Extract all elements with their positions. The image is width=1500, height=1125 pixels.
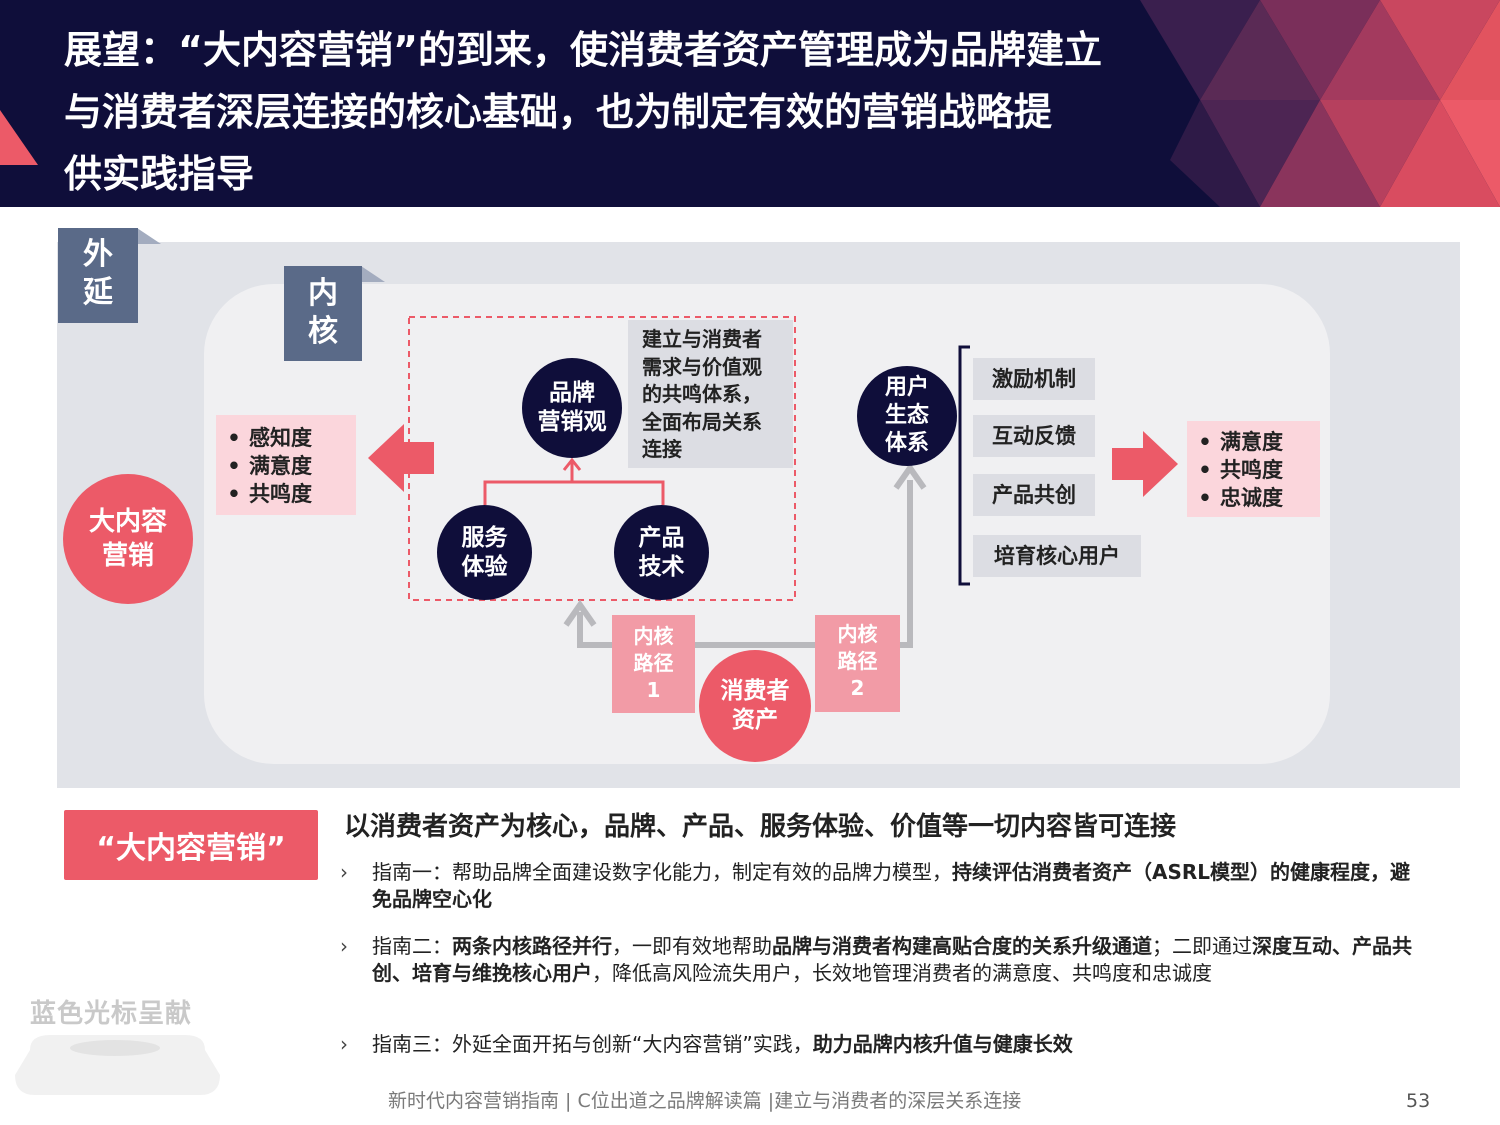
inner-tag-fold-icon (361, 266, 385, 282)
path1-line-3: 1 (646, 678, 661, 702)
inner-tag: 内 核 (284, 266, 362, 361)
guide-emphasis: 深度互动、产品共创、培育与维挽核心用户 (372, 934, 1412, 985)
guide-segment: ，降低高风险流失用户，长效地管理消费者的满意度、共鸣度和忠诚度 (592, 961, 1212, 985)
guide-segment: ，一即有效地帮助 (612, 934, 772, 958)
guide-emphasis: 品牌与消费者构建高贴合度的关系升级通道 (772, 934, 1152, 958)
path2-line-1: 内核 (837, 622, 878, 646)
guide-segment: 指南三：外延全面开拓与创新“大内容营销”实践， (372, 1032, 813, 1056)
consumer-asset-line-2: 资产 (732, 707, 778, 733)
big-content-circle-line-2: 营销 (101, 541, 154, 571)
right-output-item: 满意度 (1190, 428, 1320, 456)
mechanism-item: 培育核心用户 (973, 535, 1141, 577)
product-circle-line-2: 技术 (638, 553, 685, 580)
left-output-item: 共鸣度 (219, 480, 356, 508)
right-output-item: 共鸣度 (1190, 456, 1320, 484)
page-title-line-3: 供实践指导 (64, 152, 255, 196)
guide-text: 指南三：外延全面开拓与创新“大内容营销”实践，助力品牌内核升值与健康长效 (372, 1031, 1430, 1058)
big-content-circle-line-1: 大内容 (88, 507, 167, 537)
user-eco-line-2: 生态 (884, 403, 929, 428)
user-eco-line-3: 体系 (884, 431, 929, 456)
mechanism-item: 产品共创 (973, 474, 1095, 516)
left-output-item: 满意度 (219, 452, 356, 480)
chevron-right-icon: › (340, 860, 348, 884)
outer-tag-char-2: 延 (83, 275, 113, 310)
header-banner (0, 0, 1500, 207)
guide-emphasis: 助力品牌内核升值与健康长效 (812, 1032, 1073, 1056)
page-title-line-2: 与消费者深层连接的核心基础，也为制定有效的营销战略提 (64, 90, 1053, 134)
right-output-item: 忠诚度 (1190, 484, 1320, 512)
brand-note-line: 需求与价值观 (642, 354, 762, 379)
right-outputs-box: 满意度 共鸣度 忠诚度 (1187, 421, 1320, 517)
watermark-logo-icon (15, 1035, 220, 1095)
consumer-assets-circle: 消费者 资产 (699, 650, 811, 762)
page-number: 53 (1406, 1090, 1431, 1112)
guide-emphasis: 两条内核路径并行 (452, 934, 612, 958)
left-output-item: 感知度 (219, 424, 356, 452)
outer-tag-char-1: 外 (83, 237, 113, 272)
guide-segment: ；二即通过 (1152, 934, 1252, 958)
outer-tag-fold-icon (137, 228, 161, 244)
guide-item-1: › 指南一：帮助品牌全面建设数字化能力，制定有效的品牌力模型，持续评估消费者资产… (340, 859, 1430, 913)
brand-note-line: 建立与消费者 (642, 327, 762, 351)
section-headline: 以消费者资产为核心，品牌、产品、服务体验、价值等一切内容皆可连接 (344, 812, 1177, 842)
mechanism-item: 激励机制 (973, 358, 1095, 400)
page-title-line-1: 展望：“大内容营销”的到来，使消费者资产管理成为品牌建立 (64, 28, 1102, 72)
path1-line-2: 路径 (633, 651, 674, 675)
brand-note-line: 连接 (642, 437, 682, 461)
core-path-2-box: 内核 路径 2 (815, 615, 900, 712)
guide-segment: 指南一：帮助品牌全面建设数字化能力，制定有效的品牌力模型， (372, 860, 952, 884)
big-content-marketing-circle: 大内容 营销 (63, 474, 193, 604)
brand-note-line: 全面布局关系 (642, 409, 762, 434)
brand-circle-line-1: 品牌 (549, 380, 595, 406)
path2-line-3: 2 (850, 676, 865, 700)
brand-note-line: 的共鸣体系， (642, 382, 762, 406)
guide-text: 指南二：两条内核路径并行，一即有效地帮助品牌与消费者构建高贴合度的关系升级通道；… (372, 933, 1430, 987)
consumer-asset-line-1: 消费者 (720, 678, 790, 704)
guide-segment: 指南二： (372, 934, 452, 958)
inner-tag-char-2: 核 (308, 314, 338, 349)
mechanism-item: 互动反馈 (973, 415, 1095, 457)
product-circle-line-1: 产品 (638, 524, 685, 551)
path2-line-2: 路径 (837, 649, 878, 673)
chevron-right-icon: › (340, 1032, 348, 1056)
product-technology-circle: 产品 技术 (614, 505, 709, 600)
footer-text: 新时代内容营销指南 | C位出道之品牌解读篇 |建立与消费者的深层关系连接 (388, 1090, 1022, 1112)
guide-emphasis: 持续评估消费者资产（ASRL模型）的健康程度，避免品牌空心化 (372, 860, 1411, 911)
core-path-1-box: 内核 路径 1 (612, 615, 695, 713)
user-eco-line-1: 用户 (884, 375, 929, 400)
service-circle-line-2: 体验 (461, 553, 508, 580)
watermark-text: 蓝色光标呈献 (30, 999, 193, 1029)
chevron-right-icon: › (340, 934, 348, 958)
guide-text: 指南一：帮助品牌全面建设数字化能力，制定有效的品牌力模型，持续评估消费者资产（A… (372, 859, 1430, 913)
inner-tag-char-1: 内 (308, 276, 338, 311)
brand-circle-line-2: 营销观 (537, 409, 607, 435)
service-experience-circle: 服务 体验 (437, 505, 532, 600)
path1-line-1: 内核 (633, 624, 674, 648)
brand-marketing-circle: 品牌 营销观 (522, 358, 622, 458)
big-content-marketing-tag: “大内容营销” (64, 810, 318, 880)
guide-item-3: › 指南三：外延全面开拓与创新“大内容营销”实践，助力品牌内核升值与健康长效 (340, 1031, 1430, 1058)
left-outputs-box: 感知度 满意度 共鸣度 (216, 415, 356, 515)
service-circle-line-1: 服务 (461, 524, 508, 551)
guide-item-2: › 指南二：两条内核路径并行，一即有效地帮助品牌与消费者构建高贴合度的关系升级通… (340, 933, 1430, 987)
user-ecosystem-circle: 用户 生态 体系 (857, 366, 957, 466)
outer-tag: 外 延 (58, 228, 138, 323)
brand-note-box: 建立与消费者 需求与价值观 的共鸣体系， 全面布局关系 连接 (628, 320, 793, 468)
